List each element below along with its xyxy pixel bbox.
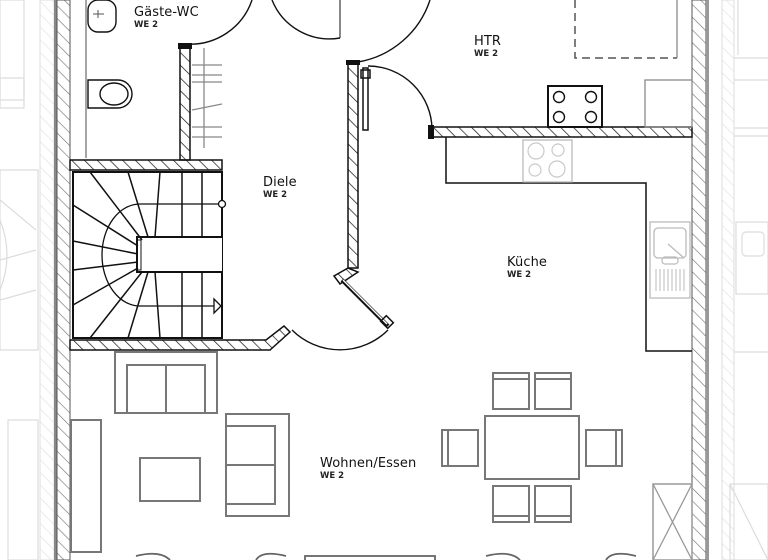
htr-equipment-area [574, 0, 693, 128]
kitchen-counter [445, 137, 692, 352]
room-label-diele: Diele WE 2 [263, 175, 297, 201]
sofa-icon [114, 351, 218, 414]
room-label-wohnen-essen: Wohnen/Essen WE 2 [320, 456, 416, 482]
room-name: Gäste-WC [134, 5, 199, 20]
room-label-htr: HTR WE 2 [474, 34, 501, 60]
room-label-gaeste-wc: Gäste-WC WE 2 [134, 5, 199, 31]
kitchen-cooktop-icon [522, 139, 573, 183]
diele-partition-wall [291, 60, 433, 351]
room-name: Küche [507, 255, 548, 270]
terrace-doors [135, 552, 637, 560]
dining-table-icon [484, 415, 580, 480]
htr-cooktop-icon [547, 85, 603, 128]
staircase [69, 159, 292, 351]
wc-door-swing [185, 0, 253, 45]
room-unit: WE 2 [134, 20, 159, 30]
toilet-icon [87, 79, 133, 109]
sideboard-icon [70, 419, 102, 553]
room-label-kueche: Küche WE 2 [507, 255, 547, 281]
diele-door-swing-upper [357, 0, 431, 63]
room-unit: WE 2 [507, 270, 532, 280]
armchair-icon [225, 413, 290, 517]
tall-cabinet-icon [652, 483, 693, 560]
room-name: HTR [474, 34, 502, 49]
htr-door-swing-upper [271, 0, 341, 40]
room-unit: WE 2 [263, 190, 288, 200]
washbasin-icon [87, 0, 117, 33]
exterior-wall-left [54, 0, 71, 560]
living-furniture [70, 351, 693, 560]
coffee-table-icon [139, 457, 201, 502]
room-unit: WE 2 [320, 471, 345, 481]
dining-chair-icons [441, 372, 623, 523]
kitchen-sink-icon [649, 221, 691, 299]
room-unit: WE 2 [474, 49, 499, 59]
stair-start-marker [217, 199, 227, 209]
neighbor-ghost-right [721, 0, 768, 560]
diele-door-swing-lower [291, 329, 389, 351]
exterior-wall-right [691, 0, 709, 560]
stair-direction-arrow [213, 297, 222, 315]
room-name: Wohnen/Essen [320, 456, 417, 471]
room-name: Diele [263, 175, 297, 190]
neighbor-ghost-left [0, 0, 55, 560]
